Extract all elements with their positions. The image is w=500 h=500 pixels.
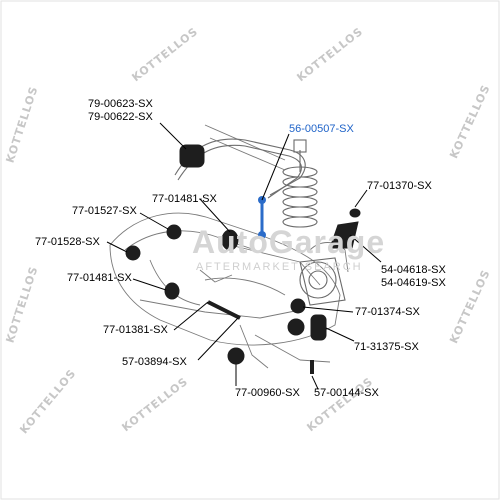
part-label-54-04619[interactable]: 54-04619-SX xyxy=(381,277,446,289)
part-label-57-00144[interactable]: 57-00144-SX xyxy=(314,387,379,399)
part-label-77-01381[interactable]: 77-01381-SX xyxy=(103,324,168,336)
watermark-slogan: AFTERMARKET SEARCH xyxy=(196,261,363,273)
part-label-56-00507[interactable]: 56-00507-SX xyxy=(289,123,354,135)
part-glyphs xyxy=(125,144,361,374)
wheel-hub xyxy=(299,257,346,306)
part-label-77-01481-lower[interactable]: 77-01481-SX xyxy=(67,272,132,284)
part-label-79-00622[interactable]: 79-00622-SX xyxy=(88,111,153,123)
part-label-77-01481-upper[interactable]: 77-01481-SX xyxy=(152,193,217,205)
part-label-77-01370[interactable]: 77-01370-SX xyxy=(367,180,432,192)
part-label-54-04618[interactable]: 54-04618-SX xyxy=(381,264,446,276)
part-label-79-00623[interactable]: 79-00623-SX xyxy=(88,98,153,110)
coil-spring xyxy=(282,139,318,228)
part-label-77-01374[interactable]: 77-01374-SX xyxy=(355,306,420,318)
watermark-brand: AutoGarage xyxy=(192,224,386,260)
part-label-71-31375[interactable]: 71-31375-SX xyxy=(354,341,419,353)
leader-lines xyxy=(106,122,382,390)
part-label-77-00960[interactable]: 77-00960-SX xyxy=(235,387,300,399)
part-label-77-01528[interactable]: 77-01528-SX xyxy=(35,236,100,248)
part-label-57-03894[interactable]: 57-03894-SX xyxy=(122,356,187,368)
part-label-77-01527[interactable]: 77-01527-SX xyxy=(72,205,137,217)
